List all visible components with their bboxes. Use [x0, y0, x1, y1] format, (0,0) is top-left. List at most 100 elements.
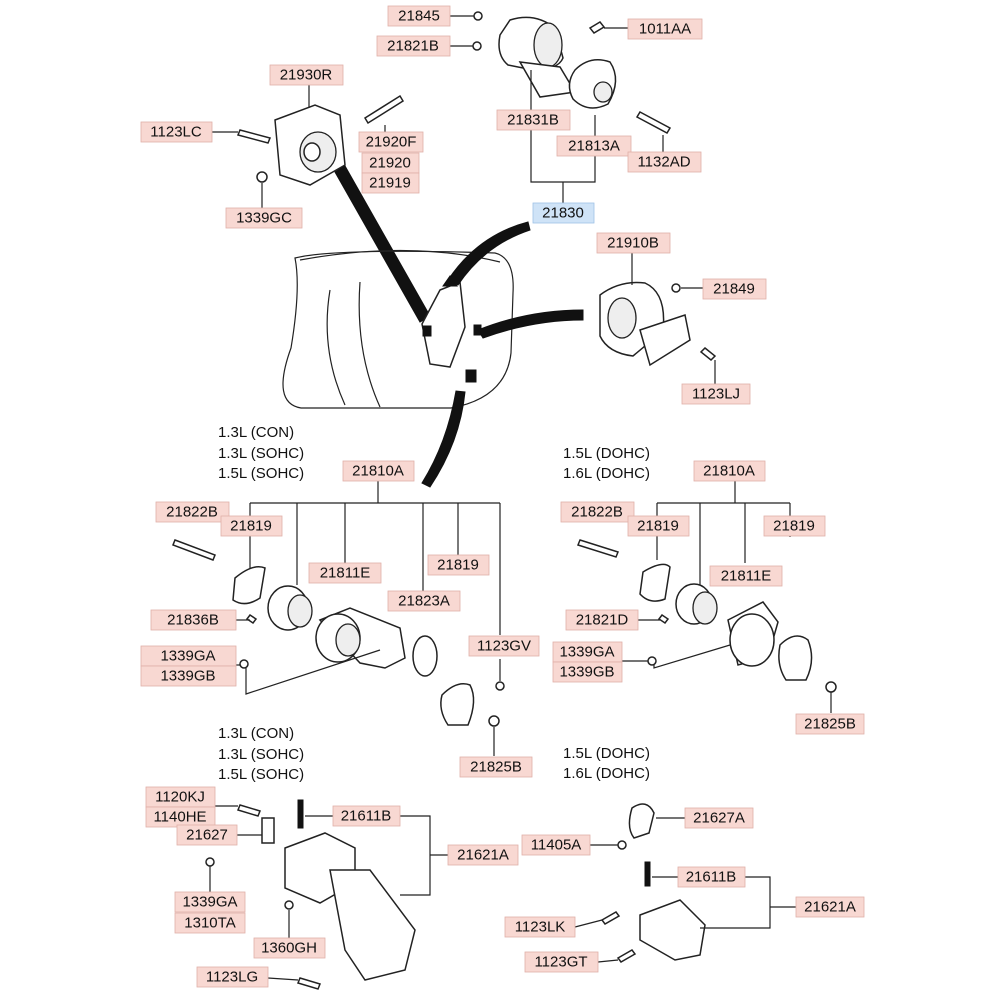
bolt-21920f	[363, 94, 405, 125]
assy-21810a-right	[577, 481, 837, 713]
bolt-21836b	[245, 613, 258, 625]
svg-text:1339GA: 1339GA	[559, 644, 614, 661]
label-1339ga-left[interactable]: 1339GA	[140, 645, 237, 667]
label-21611b-left[interactable]: 21611B	[332, 805, 401, 827]
label-21813a[interactable]: 21813A	[556, 135, 632, 157]
variant-list-left-bottom: 1.3L (CON) 1.3L (SOHC) 1.5L (SOHC)	[218, 725, 304, 783]
label-1123lk[interactable]: 1123LK	[504, 916, 576, 938]
svg-text:21919: 21919	[369, 175, 411, 192]
svg-text:21813A: 21813A	[568, 138, 620, 155]
svg-text:1120KJ: 1120KJ	[155, 789, 205, 806]
label-21825b-right[interactable]: 21825B	[795, 713, 865, 735]
label-1140he[interactable]: 1140HE	[145, 806, 216, 828]
label-21821d-right[interactable]: 21821D	[565, 609, 639, 631]
label-21627a[interactable]: 21627A	[684, 807, 754, 829]
svg-text:21811E: 21811E	[721, 568, 772, 585]
label-1310ta[interactable]: 1310TA	[174, 912, 246, 934]
label-21611b-right[interactable]: 21611B	[677, 866, 746, 888]
label-1123gv-left[interactable]: 1123GV	[468, 635, 540, 657]
label-21621a-right[interactable]: 21621A	[795, 896, 865, 918]
label-21845[interactable]: 21845	[387, 5, 451, 27]
label-1360gh[interactable]: 1360GH	[253, 937, 326, 959]
label-21821b[interactable]: 21821B	[376, 35, 451, 57]
bracket-21627a	[628, 803, 655, 839]
label-21920f[interactable]: 21920F	[358, 131, 424, 153]
variant-line: 1.6L (DOHC)	[563, 765, 650, 782]
label-21822b-right[interactable]: 21822B	[560, 501, 635, 523]
label-21825b-left[interactable]: 21825B	[459, 756, 533, 778]
label-11405a[interactable]: 11405A	[521, 834, 591, 856]
label-1120kj[interactable]: 1120KJ	[145, 786, 216, 808]
label-21819-right-a[interactable]: 21819	[627, 515, 690, 537]
label-21819-left-b[interactable]: 21819	[427, 554, 490, 576]
label-21810a-left[interactable]: 21810A	[342, 460, 415, 482]
variant-list-right-mid: 1.5L (DOHC) 1.6L (DOHC)	[563, 445, 650, 482]
nut-21825b	[488, 715, 500, 727]
nut-1123gv	[495, 681, 505, 691]
bolt-1123lk	[600, 911, 621, 925]
label-1339gb-left[interactable]: 1339GB	[140, 665, 237, 687]
label-21811e-left[interactable]: 21811E	[308, 562, 382, 584]
bracket-rubber-core	[335, 623, 361, 657]
label-21822b-left[interactable]: 21822B	[155, 501, 230, 523]
label-1339ga-bottom[interactable]: 1339GA	[174, 891, 246, 913]
label-1123lg[interactable]: 1123LG	[196, 966, 269, 988]
washer-21823a	[412, 635, 438, 677]
variant-line: 1.5L (DOHC)	[563, 445, 650, 462]
label-21810a-right[interactable]: 21810A	[693, 460, 766, 482]
nut-21845	[473, 11, 483, 21]
svg-text:21621A: 21621A	[804, 899, 856, 916]
label-21819-right-b[interactable]: 21819	[763, 515, 826, 537]
svg-text:21811E: 21811E	[320, 565, 371, 582]
nut-1339ga	[239, 659, 249, 669]
label-1339gc[interactable]: 1339GC	[225, 207, 303, 229]
label-21823a-left[interactable]: 21823A	[387, 590, 461, 612]
bolt-1120kj	[236, 804, 262, 817]
mount-bracket-arm	[329, 869, 416, 981]
label-21621a-left[interactable]: 21621A	[447, 844, 519, 866]
label-21831b[interactable]: 21831B	[496, 109, 571, 131]
label-21836b-left[interactable]: 21836B	[150, 609, 237, 631]
svg-text:21627A: 21627A	[693, 810, 745, 827]
svg-text:21920: 21920	[369, 155, 411, 172]
svg-text:21822B: 21822B	[571, 504, 623, 521]
mount-21930r-group	[212, 83, 431, 323]
label-21920[interactable]: 21920	[361, 152, 420, 174]
svg-text:1123LK: 1123LK	[515, 919, 566, 936]
label-1011aa[interactable]: 1011AA	[627, 18, 703, 40]
label-21849[interactable]: 21849	[702, 278, 767, 300]
label-1123gt[interactable]: 1123GT	[524, 951, 599, 973]
assy-21621a-left	[205, 799, 448, 990]
label-21919[interactable]: 21919	[361, 172, 420, 194]
svg-text:21821B: 21821B	[387, 38, 439, 55]
bolt-21822b	[172, 539, 216, 561]
label-1339ga-right[interactable]: 1339GA	[552, 641, 623, 663]
mount-21830-group	[450, 11, 672, 203]
label-1339gb-right[interactable]: 1339GB	[552, 661, 623, 683]
svg-text:1132AD: 1132AD	[637, 154, 690, 171]
bushing-face	[692, 591, 718, 625]
label-1123lj[interactable]: 1123LJ	[681, 383, 751, 405]
arrow-21910b	[477, 309, 584, 339]
label-21930r[interactable]: 21930R	[269, 64, 344, 86]
svg-text:1339GB: 1339GB	[559, 664, 614, 681]
engine-mount-left	[422, 325, 432, 337]
label-21627[interactable]: 21627	[176, 824, 238, 846]
label-21830[interactable]: 21830	[532, 202, 595, 224]
svg-text:21819: 21819	[437, 557, 479, 574]
bolt-21822b	[577, 539, 619, 558]
label-21910b[interactable]: 21910B	[596, 232, 671, 254]
label-1132ad[interactable]: 1132AD	[627, 151, 702, 173]
svg-text:21825B: 21825B	[804, 716, 856, 733]
bolt-1123lc	[236, 129, 272, 144]
label-1123lc[interactable]: 1123LC	[140, 121, 213, 143]
svg-text:1011AA: 1011AA	[639, 21, 691, 38]
washer-1360gh	[284, 900, 294, 910]
svg-text:1123GV: 1123GV	[477, 638, 531, 655]
label-21811e-right[interactable]: 21811E	[709, 565, 783, 587]
variant-line: 1.3L (SOHC)	[218, 445, 304, 462]
label-21819-left-a[interactable]: 21819	[220, 515, 283, 537]
svg-text:21611B: 21611B	[686, 869, 737, 886]
variant-line: 1.5L (SOHC)	[218, 766, 304, 783]
svg-text:21836B: 21836B	[167, 612, 219, 629]
